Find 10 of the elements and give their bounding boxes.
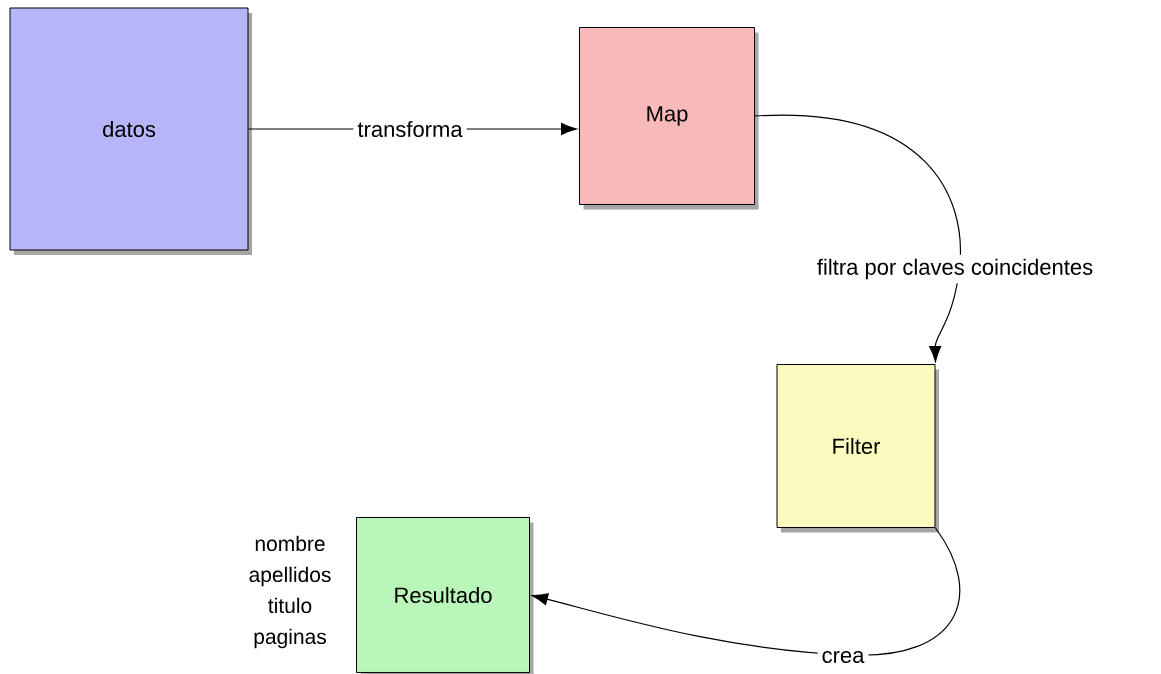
process-box: datos [9, 7, 252, 255]
edge-label: transforma [353, 116, 467, 142]
process-box: Map [579, 27, 759, 210]
process-box: Resultado [356, 517, 534, 674]
arrow [531, 527, 961, 656]
side-note: nombre apellidos titulo paginas [249, 535, 331, 649]
process-box: Filter [776, 364, 939, 533]
arrow [754, 114, 961, 363]
edge-label: crea [817, 646, 869, 667]
edge-label: filtra por claves coincidentes [812, 254, 1098, 284]
